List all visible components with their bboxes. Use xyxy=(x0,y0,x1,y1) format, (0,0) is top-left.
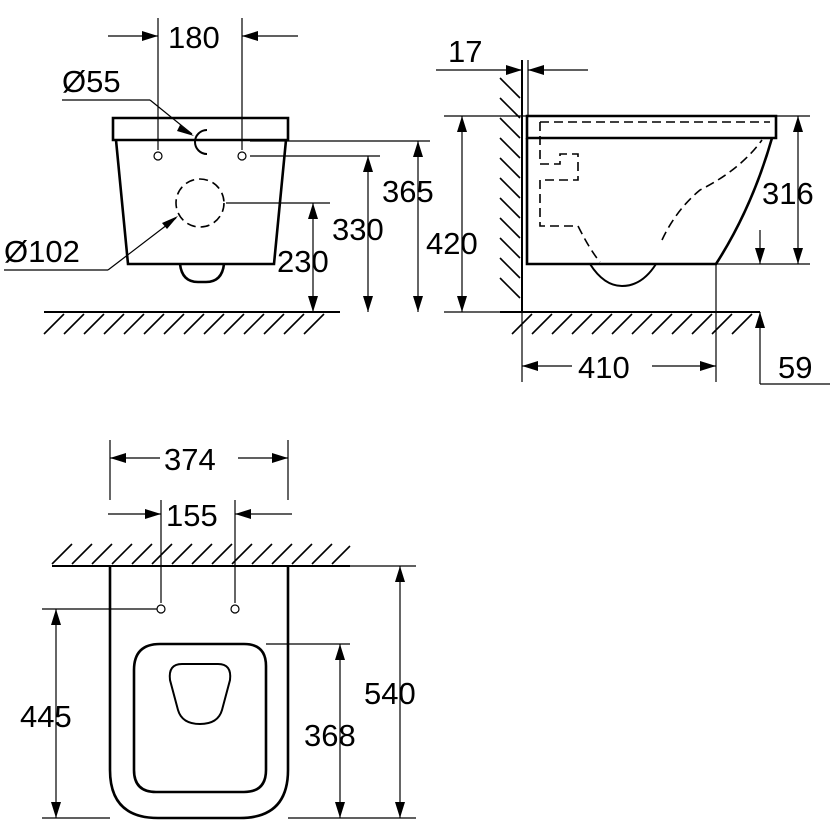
top-wall-hatching xyxy=(51,543,351,565)
dim-368: 368 xyxy=(304,718,356,753)
dim-180: 180 xyxy=(168,20,220,55)
side-bowl-body xyxy=(525,137,774,266)
dim-59: 59 xyxy=(778,350,812,385)
dim-155: 155 xyxy=(166,498,218,533)
front-floor-hatching xyxy=(43,313,325,335)
top-fixing-hole-left xyxy=(156,604,166,614)
side-view: 17 420 316 59 410 xyxy=(426,34,830,385)
dim-316: 316 xyxy=(762,176,814,211)
top-view: 374 155 445 368 540 xyxy=(20,440,416,820)
side-floor-hatching xyxy=(511,313,753,335)
dim-540: 540 xyxy=(364,676,416,711)
top-bowl-outline xyxy=(108,566,290,820)
side-wall-hatching xyxy=(499,77,521,299)
top-fixing-hole-right xyxy=(230,604,240,614)
front-view: 180 Ø55 Ø102 230 330 365 xyxy=(4,18,434,335)
dim-420: 420 xyxy=(426,226,478,261)
dim-445: 445 xyxy=(20,699,72,734)
side-bowl-inner xyxy=(589,263,657,288)
front-bowl-outline xyxy=(111,116,290,142)
top-seat-outline xyxy=(132,642,268,794)
front-bowl-body xyxy=(114,139,288,266)
front-fixing-hole-right xyxy=(237,151,247,161)
dim-230: 230 xyxy=(277,244,329,279)
dim-330: 330 xyxy=(332,212,384,247)
front-fixing-hole-left xyxy=(153,151,163,161)
side-hidden-channel xyxy=(539,121,770,263)
dim-365: 365 xyxy=(382,174,434,209)
front-outlet-foot xyxy=(178,263,226,284)
dim-dia-55: Ø55 xyxy=(62,64,121,99)
top-bowl-opening xyxy=(168,663,232,726)
inlet-hole-icon xyxy=(194,129,208,155)
dim-374: 374 xyxy=(164,442,216,477)
outlet-circle-icon xyxy=(175,178,225,228)
side-bowl-outline xyxy=(525,114,778,140)
dim-410: 410 xyxy=(578,350,630,385)
dim-17: 17 xyxy=(448,34,482,69)
dim-dia-102: Ø102 xyxy=(4,234,80,269)
